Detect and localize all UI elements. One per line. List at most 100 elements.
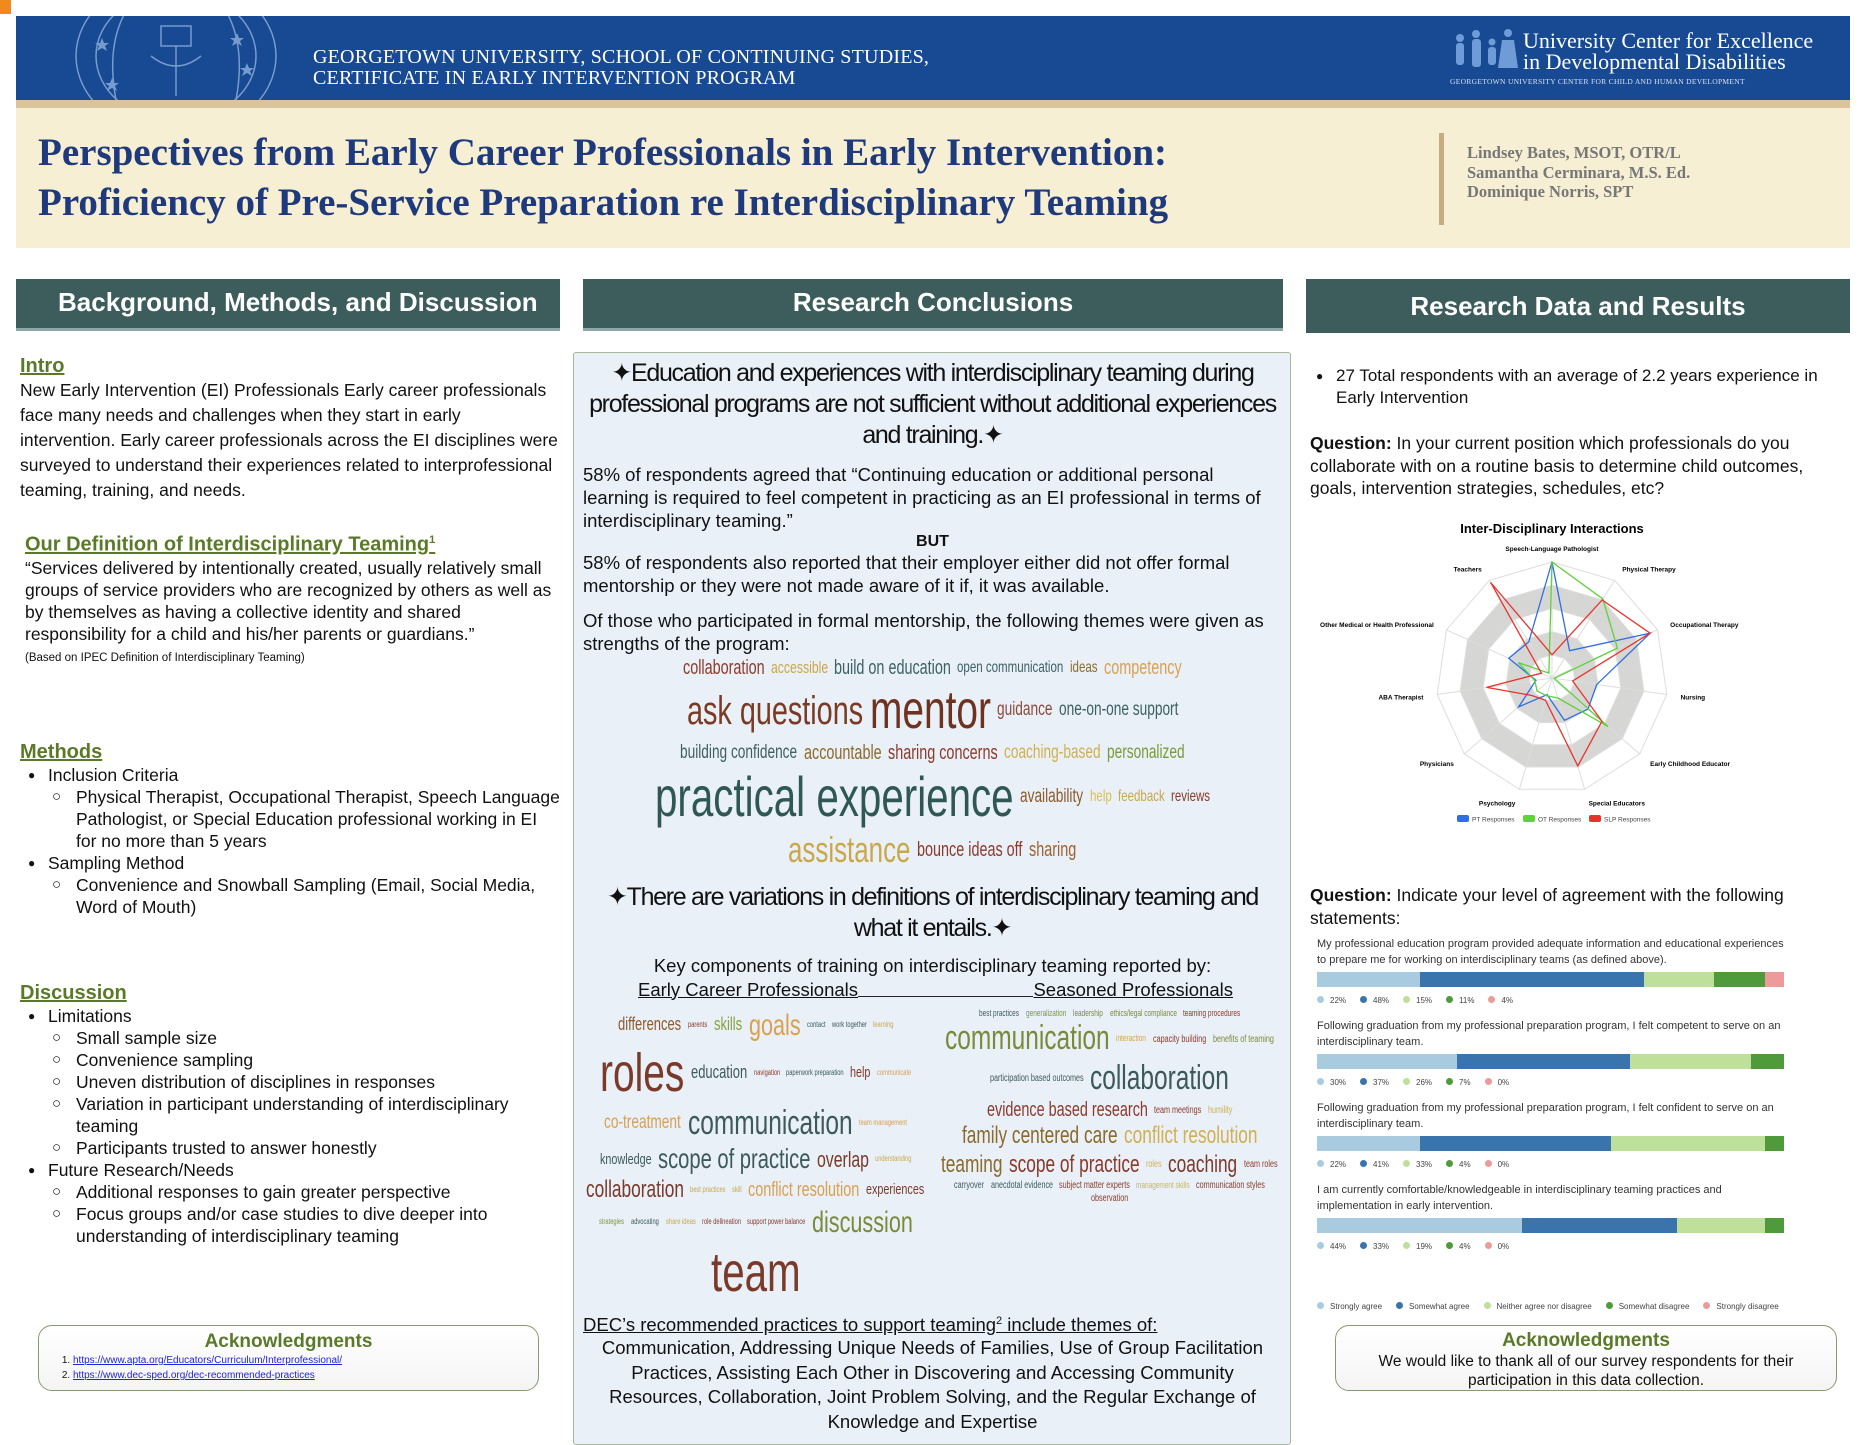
legend-dot	[1317, 996, 1324, 1003]
word-cloud-word-text: teaming	[941, 1150, 1003, 1178]
question-text: In your current position which professio…	[1310, 433, 1804, 498]
word-cloud-word: roles	[1146, 1159, 1162, 1170]
word-cloud-word: help	[850, 1065, 871, 1082]
list-subitem: Additional responses to gain greater per…	[52, 1181, 560, 1203]
radar-spoke	[1446, 629, 1553, 679]
question-text: Indicate your level of agreement with th…	[1310, 885, 1784, 928]
ucedd-line-1: University Center for Excellence	[1523, 28, 1814, 53]
title-line-1: Perspectives from Early Career Professio…	[38, 131, 1168, 174]
legend-dot	[1360, 1160, 1368, 1167]
value-text: 7%	[1459, 1078, 1471, 1087]
word-cloud-word: overlap	[817, 1147, 869, 1172]
value-text: 33%	[1373, 1242, 1390, 1251]
word-cloud-word: sharing concerns	[888, 742, 998, 764]
reference-link[interactable]: https://www.dec-sped.org/dec-recommended…	[73, 1370, 315, 1381]
word-cloud-word: build on education	[834, 657, 951, 679]
legend-text: Neither agree nor disagree	[1496, 1302, 1592, 1311]
title-band	[16, 108, 1850, 248]
value-text: 0%	[1497, 1078, 1510, 1087]
word-cloud-word: collaboration	[586, 1176, 684, 1203]
radar-chart: Inter-Disciplinary InteractionsSpeech-La…	[1320, 521, 1739, 824]
word-cloud-word: role delineation	[702, 1217, 741, 1227]
word-cloud-word: competency	[1104, 657, 1182, 679]
word-cloud-word-text: advocating	[630, 1216, 659, 1226]
value-text: 30%	[1330, 1078, 1347, 1087]
word-cloud-word-text: navigation	[753, 1067, 780, 1077]
word-cloud-word: discussion	[812, 1206, 913, 1239]
radar-axis-label: Teachers	[1454, 567, 1482, 574]
word-cloud-word-text: practical experience	[655, 765, 1014, 829]
value-label: 19%	[1403, 1242, 1432, 1251]
radar-axis-label: Early Childhood Educator	[1650, 761, 1730, 768]
value-text: 26%	[1416, 1078, 1433, 1087]
value-text: 4%	[1459, 1160, 1471, 1169]
word-cloud-word: parents	[688, 1020, 708, 1030]
right-acknowledgments-box: Acknowledgments We would like to thank a…	[1335, 1325, 1837, 1391]
word-cloud-word: building confidence	[680, 741, 798, 764]
value-label: 11%	[1446, 996, 1474, 1005]
ucedd-line-2: in Developmental Disabilities	[1523, 49, 1786, 74]
value-legend: 44%33%19%4%0%	[1317, 1242, 1784, 1251]
word-cloud-word: teaming procedures	[1183, 1008, 1241, 1019]
reference-link[interactable]: https://www.apta.org/Educators/Curriculu…	[73, 1355, 343, 1366]
word-cloud-word: differences	[618, 1014, 682, 1035]
word-cloud-word-text: anecdotal evidence	[990, 1180, 1053, 1192]
word-cloud-word-text: management skills	[1135, 1179, 1190, 1190]
bar-segment	[1751, 1054, 1784, 1069]
word-cloud-word-text: observation	[1090, 1193, 1128, 1205]
question-2: Question: Indicate your level of agreeme…	[1310, 884, 1850, 929]
word-cloud-word-text: team roles	[1244, 1159, 1278, 1171]
word-cloud-word-text: sharing	[1029, 838, 1077, 861]
legend-label: OT Responses	[1538, 817, 1582, 824]
value-text: 0%	[1497, 1242, 1510, 1251]
definition-section: Our Definition of Interdisciplinary Team…	[25, 528, 560, 666]
institution-name: GEORGETOWN UNIVERSITY, SCHOOL OF CONTINU…	[313, 47, 929, 89]
word-cloud-word: subject matter experts	[1059, 1180, 1130, 1191]
word-cloud-word-text: building confidence	[680, 741, 798, 763]
legend-dot	[1317, 1078, 1324, 1085]
word-cloud-word: paperwork preparation	[786, 1068, 844, 1078]
legend-dot	[1396, 1302, 1404, 1309]
bar-segment	[1317, 1136, 1420, 1151]
likert-question: Following graduation from my professiona…	[1317, 1018, 1784, 1100]
word-cloud-word-text: carryover	[953, 1180, 984, 1192]
likert-question: My professional education program provid…	[1317, 936, 1784, 1018]
word-cloud-word: support power balance	[747, 1217, 806, 1227]
dec-heading-text: DEC’s recommended practices to support t…	[583, 1314, 997, 1336]
word-cloud-word-text: share ideas	[665, 1216, 696, 1226]
word-cloud-word-text: collaboration	[683, 657, 765, 679]
word-cloud-word-text: team management	[858, 1118, 907, 1128]
word-cloud-word-text: availability	[1020, 785, 1084, 807]
legend-dot	[1605, 1302, 1613, 1309]
word-cloud-word: communication	[688, 1104, 853, 1142]
legend-dot	[1403, 1078, 1411, 1085]
word-cloud-word-text: experiences	[866, 1181, 925, 1199]
professional-group-labels: Early Career Professionals Seasoned Prof…	[638, 978, 1233, 1001]
stat-paragraph-1: 58% of respondents agreed that “Continui…	[583, 464, 1261, 531]
value-text: 41%	[1373, 1160, 1390, 1169]
radar-axis-label: Physicians	[1420, 761, 1454, 768]
header-banner	[16, 16, 1850, 100]
word-cloud-word: best practices	[979, 1008, 1020, 1019]
value-text: 11%	[1459, 996, 1475, 1005]
word-cloud-word: teaming	[941, 1150, 1003, 1178]
legend-label: SLP Responses	[1604, 817, 1651, 824]
bar-segment	[1419, 972, 1644, 987]
authors-divider	[1439, 133, 1444, 225]
value-text: 22%	[1330, 1160, 1347, 1169]
legend-dot	[1403, 1160, 1411, 1167]
word-cloud-word-text: learning	[872, 1019, 893, 1029]
word-cloud-word-text: scope of practice	[1009, 1150, 1140, 1178]
word-cloud-word-text: knowledge	[599, 1150, 652, 1168]
word-cloud-word: strategies	[599, 1217, 625, 1227]
legend-swatch	[1457, 815, 1469, 822]
word-cloud-word-text: understanding	[874, 1154, 912, 1164]
footnote-ref: 1	[429, 534, 436, 546]
value-text: 44%	[1330, 1242, 1347, 1251]
bar-segment	[1765, 972, 1784, 987]
word-cloud-word: family centered care	[962, 1122, 1118, 1149]
word-cloud-word: carryover	[954, 1180, 985, 1191]
word-cloud-word-text: contact	[806, 1019, 826, 1029]
